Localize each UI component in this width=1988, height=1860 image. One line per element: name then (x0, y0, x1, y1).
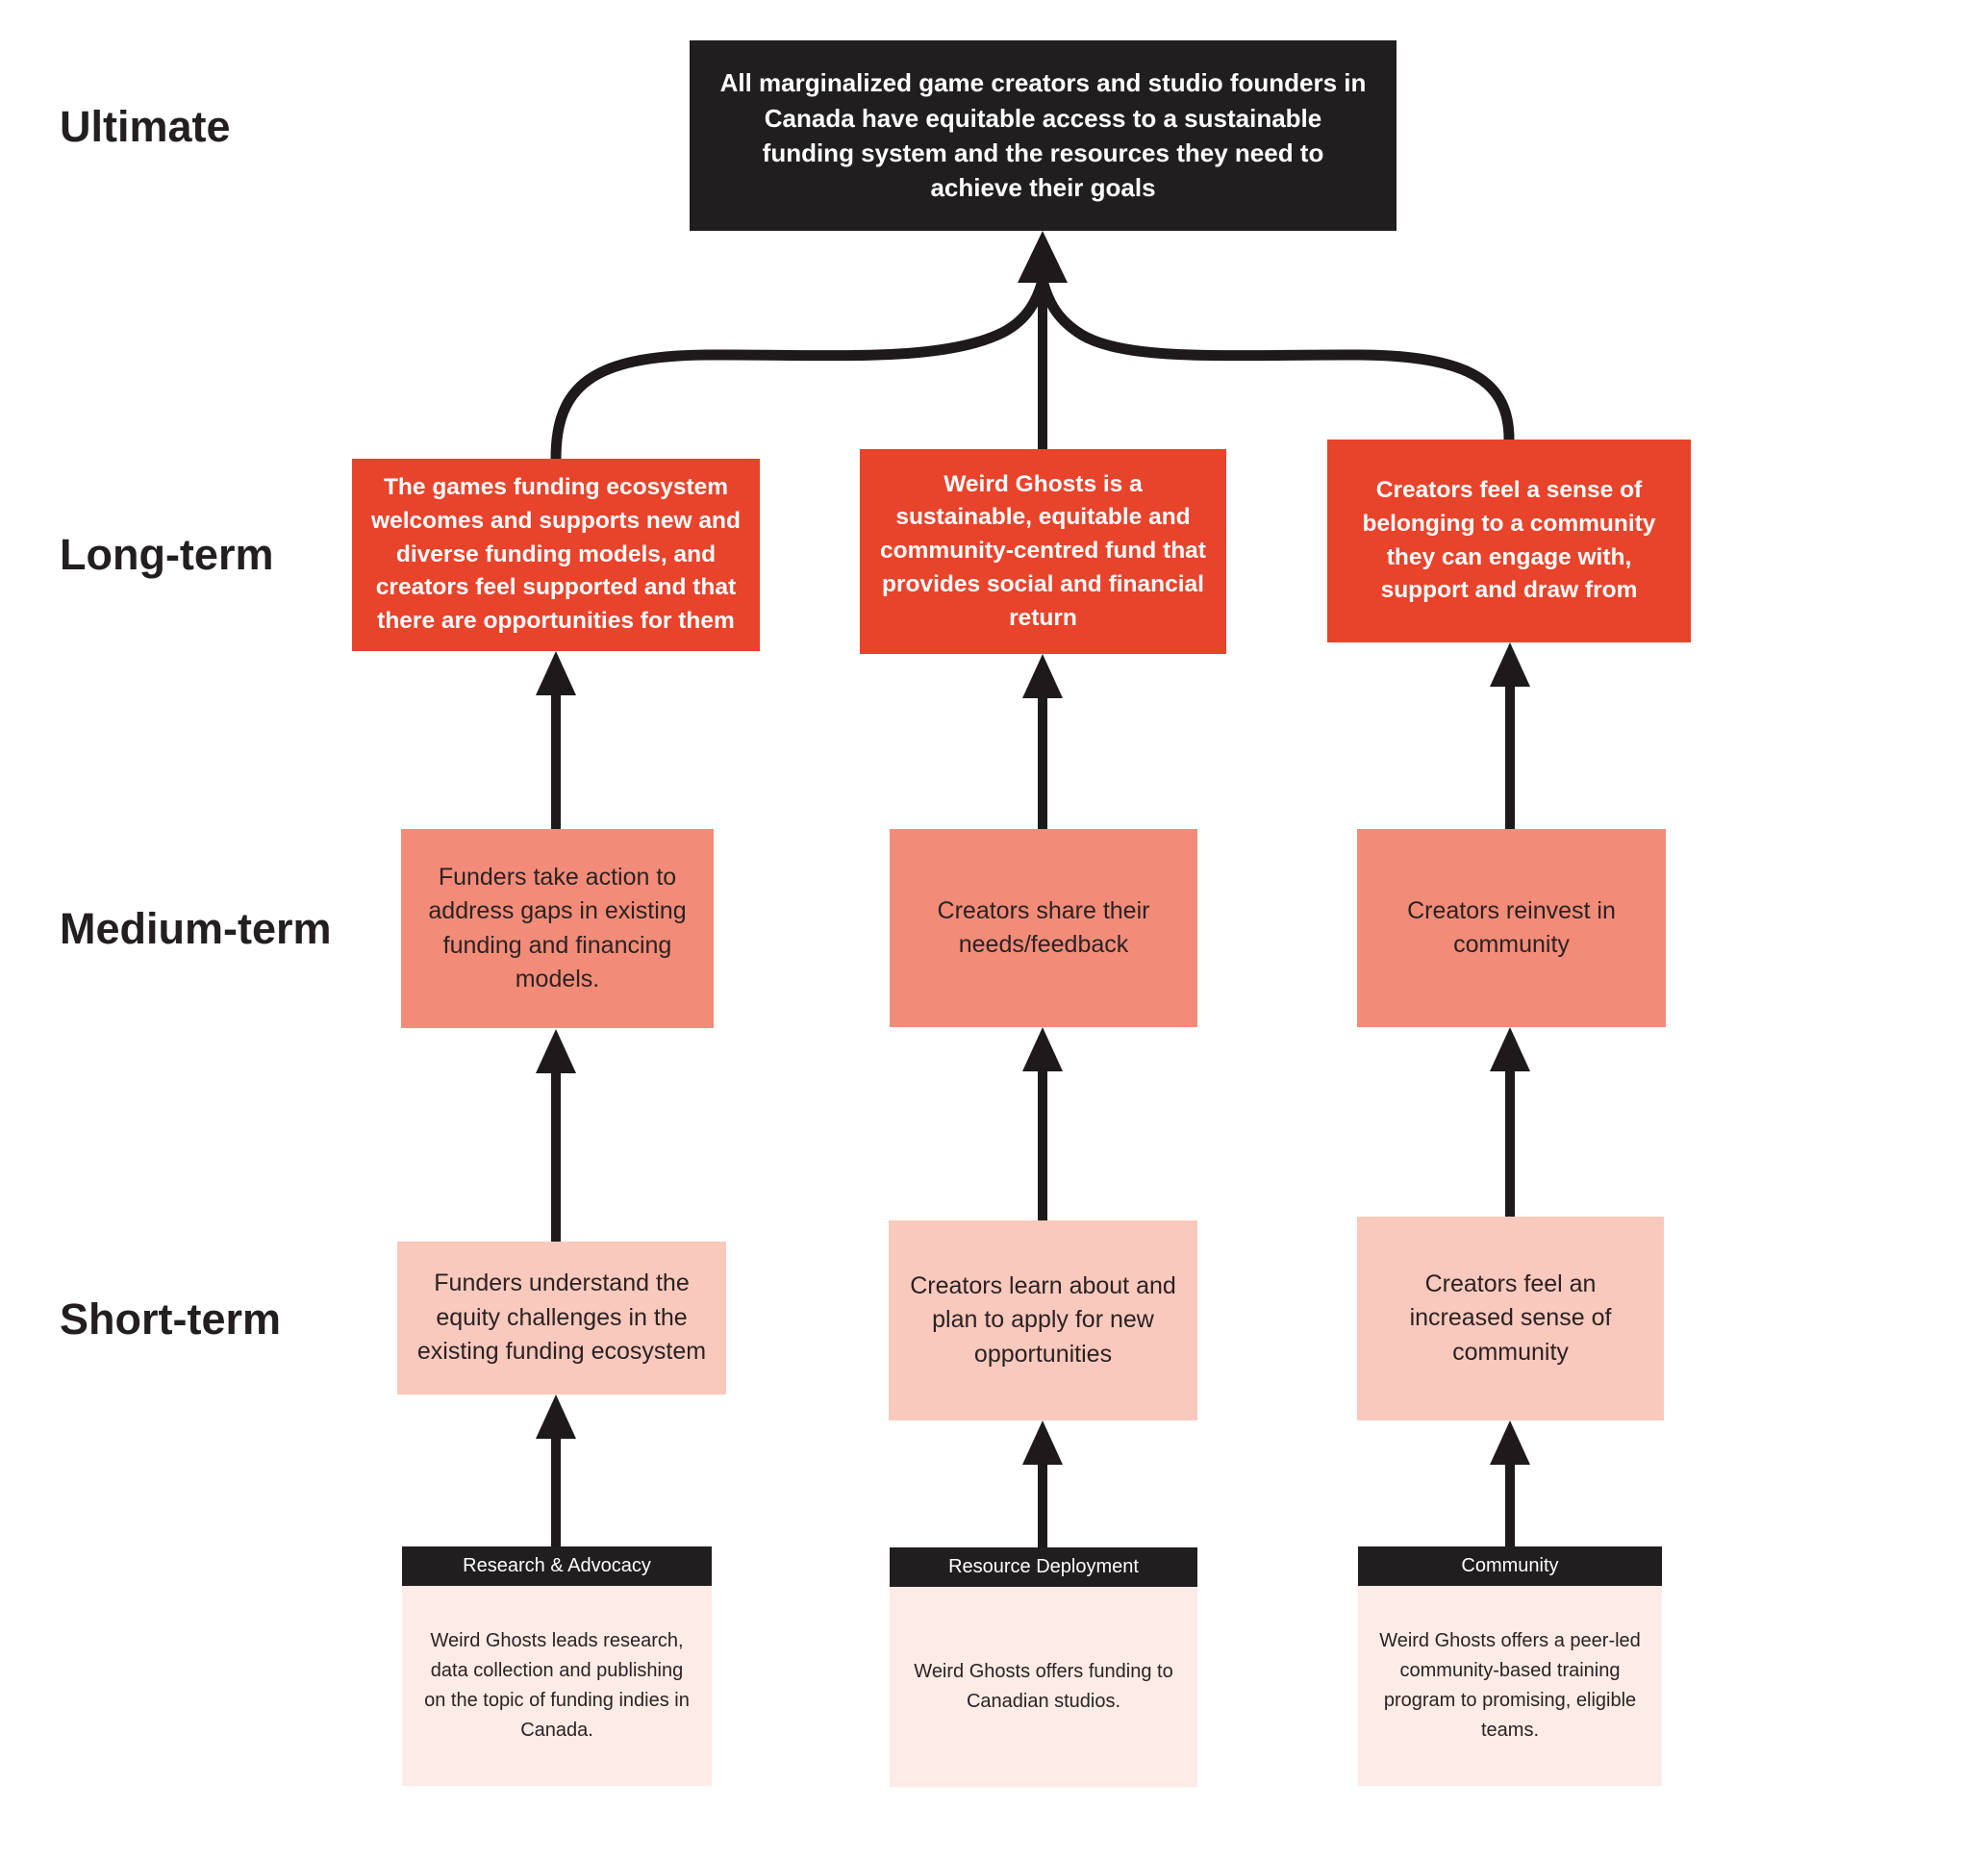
medium-term-text: Funders take action to address gaps in e… (428, 863, 687, 993)
long-term-box-ecosystem: The games funding ecosystem welcomes and… (352, 459, 760, 651)
short-term-box-creators-learn: Creators learn about and plan to apply f… (889, 1220, 1197, 1420)
ultimate-outcome-box: All marginalized game creators and studi… (690, 40, 1397, 231)
ultimate-outcome-text: All marginalized game creators and studi… (719, 68, 1367, 203)
long-term-text: Creators feel a sense of belonging to a … (1362, 476, 1656, 604)
row-label-long-term: Long-term (60, 530, 274, 579)
activity-header-community: Community (1358, 1546, 1662, 1586)
activity-description-text: Weird Ghosts offers a peer-led community… (1379, 1630, 1641, 1741)
activity-description-community: Weird Ghosts offers a peer-led community… (1358, 1586, 1662, 1786)
activity-description-resource-deployment: Weird Ghosts offers funding to Canadian … (890, 1587, 1197, 1787)
short-term-text: Creators learn about and plan to apply f… (910, 1271, 1176, 1368)
activity-description-text: Weird Ghosts leads research, data collec… (424, 1630, 690, 1741)
short-term-box-creators-feel: Creators feel an increased sense of comm… (1357, 1217, 1664, 1420)
long-term-text: The games funding ecosystem welcomes and… (371, 474, 741, 635)
activity-description-research-advocacy: Weird Ghosts leads research, data collec… (402, 1586, 712, 1786)
long-term-text: Weird Ghosts is a sustainable, equitable… (880, 470, 1206, 631)
activity-header-resource-deployment: Resource Deployment (890, 1547, 1197, 1587)
short-term-text: Funders understand the equity challenges… (416, 1269, 707, 1366)
activity-community: Community Weird Ghosts offers a peer-led… (1358, 1546, 1662, 1786)
short-term-text: Creators feel an increased sense of comm… (1409, 1269, 1612, 1366)
row-label-medium-term: Medium-term (60, 904, 332, 953)
activity-header-research-advocacy: Research & Advocacy (402, 1546, 712, 1586)
activity-research-advocacy: Research & Advocacy Weird Ghosts leads r… (402, 1546, 712, 1786)
activity-resource-deployment: Resource Deployment Weird Ghosts offers … (890, 1547, 1197, 1787)
long-term-box-belonging: Creators feel a sense of belonging to a … (1327, 440, 1691, 642)
row-label-short-term: Short-term (60, 1294, 282, 1344)
activity-description-text: Weird Ghosts offers funding to Canadian … (914, 1661, 1173, 1712)
medium-term-box-creators-share: Creators share their needs/feedback (890, 829, 1197, 1027)
short-term-box-funders-understand: Funders understand the equity challenges… (397, 1242, 726, 1395)
row-label-ultimate: Ultimate (60, 102, 231, 151)
medium-term-box-funders-action: Funders take action to address gaps in e… (401, 829, 714, 1028)
medium-term-text: Creators share their needs/feedback (937, 896, 1150, 959)
medium-term-box-creators-reinvest: Creators reinvest in community (1357, 829, 1666, 1027)
medium-term-text: Creators reinvest in community (1407, 896, 1616, 959)
long-term-box-fund: Weird Ghosts is a sustainable, equitable… (860, 449, 1226, 654)
